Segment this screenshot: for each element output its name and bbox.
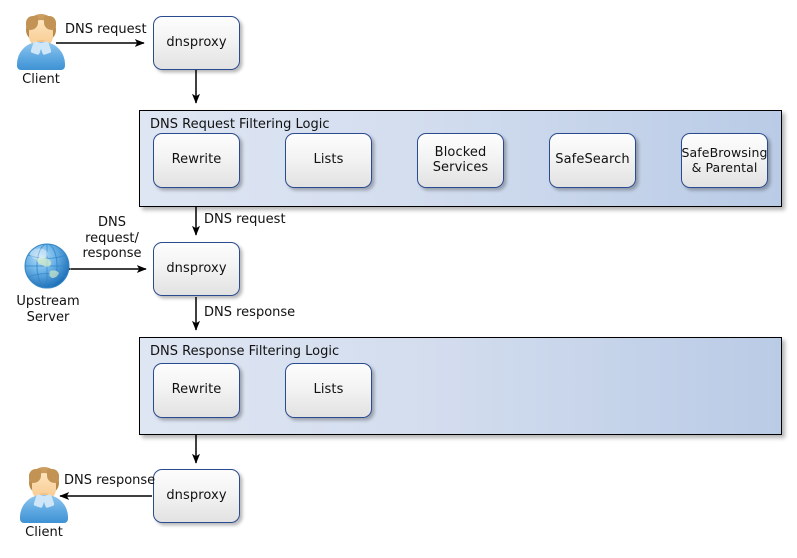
upstream-edge-line2: request/ xyxy=(85,230,139,246)
request-stage-safesearch[interactable]: SafeSearch xyxy=(549,133,636,188)
globe-icon xyxy=(24,243,70,289)
response-stage-lists[interactable]: Lists xyxy=(285,363,372,418)
edge-label-proxy-to-request-lane: DNS request xyxy=(204,212,286,227)
dns-response-filtering-lane: DNS Response Filtering Logic xyxy=(139,337,782,435)
person-hair-right xyxy=(44,16,56,30)
upstream-label-line2: Server xyxy=(26,309,70,325)
dnsproxy-bottom[interactable]: dnsproxy xyxy=(153,469,240,523)
response-lane-title: DNS Response Filtering Logic xyxy=(150,344,340,359)
edge-label-proxy-to-client: DNS response xyxy=(64,473,156,488)
person-hair-left xyxy=(26,16,38,30)
dnsproxy-top[interactable]: dnsproxy xyxy=(153,16,240,70)
safebrowsing-line1: SafeBrowsing xyxy=(681,145,768,161)
client-bottom-label: Client xyxy=(25,525,63,540)
request-lane-title: DNS Request Filtering Logic xyxy=(150,117,330,132)
request-stage-lists[interactable]: Lists xyxy=(285,133,372,188)
request-stage-blocked-services[interactable]: Blocked Services xyxy=(417,133,504,188)
dnsproxy-middle[interactable]: dnsproxy xyxy=(153,242,240,296)
person-hair-right xyxy=(47,469,59,483)
edge-label-client-to-proxy: DNS request xyxy=(65,22,147,37)
person-hair-left xyxy=(29,469,41,483)
request-stage-rewrite[interactable]: Rewrite xyxy=(153,133,240,188)
person-icon xyxy=(15,14,67,70)
blocked-services-line1: Blocked xyxy=(434,144,487,160)
client-top-label: Client xyxy=(22,72,60,87)
person-icon xyxy=(18,467,70,523)
dns-request-filtering-lane: DNS Request Filtering Logic xyxy=(139,110,782,207)
edge-label-proxy-to-response-lane: DNS response xyxy=(204,305,296,320)
upstream-server-label: Upstream Server xyxy=(4,294,92,325)
upstream-label-line1: Upstream xyxy=(16,294,80,309)
edge-label-proxy-upstream: DNS request/ response xyxy=(74,215,150,262)
response-stage-rewrite[interactable]: Rewrite xyxy=(153,363,240,418)
safebrowsing-line2: & Parental xyxy=(691,159,758,175)
blocked-services-line2: Services xyxy=(432,159,489,175)
request-stage-safebrowsing-parental[interactable]: SafeBrowsing & Parental xyxy=(681,133,768,188)
upstream-edge-line1: DNS xyxy=(98,215,126,230)
upstream-edge-line3: response xyxy=(82,246,142,262)
